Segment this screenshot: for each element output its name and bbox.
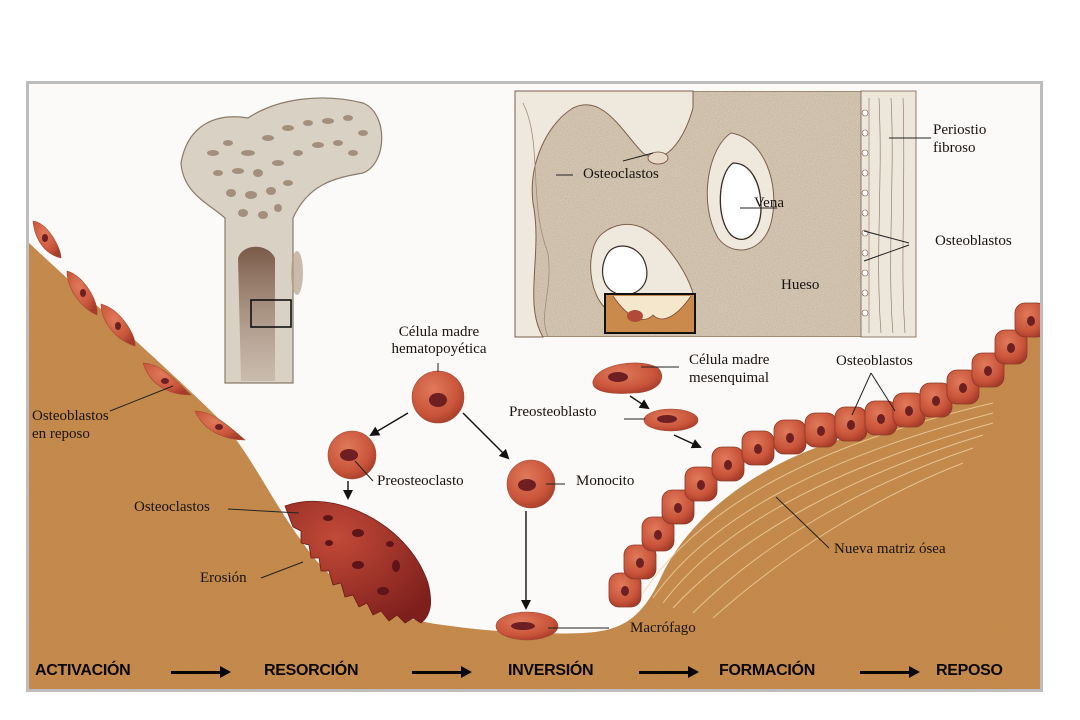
label-osteoclastos: Osteoclastos xyxy=(134,499,210,515)
label-macrofago: Macrófago xyxy=(630,620,696,636)
label-preosteoblasto: Preosteoblasto xyxy=(509,404,597,420)
label-monocito: Monocito xyxy=(576,473,635,489)
osteoblast-nucleus xyxy=(636,558,644,568)
new-bone-matrix xyxy=(642,402,994,619)
label-erosion: Erosión xyxy=(200,570,247,586)
label-vena: Vena xyxy=(754,195,784,211)
osteoblast-nucleus xyxy=(697,480,705,490)
stage-arrow-icon xyxy=(171,666,231,678)
osteoblast-nucleus xyxy=(847,420,855,430)
osteoblast-nucleus xyxy=(1027,316,1035,326)
preosteoblast-cell xyxy=(643,408,699,432)
histology-inset xyxy=(514,90,931,338)
osteoblast-nucleus xyxy=(932,396,940,406)
osteoblast-nucleus xyxy=(754,444,762,454)
osteoblast-nucleus xyxy=(654,530,662,540)
osteoblast-nucleus xyxy=(959,383,967,393)
osteoblast-nucleus xyxy=(877,414,885,424)
stage-arrow-icon xyxy=(412,666,472,678)
stage-inversion: INVERSIÓN xyxy=(508,662,594,679)
monocyte-cell xyxy=(506,459,556,509)
label-hueso: Hueso xyxy=(781,277,820,293)
label-celula-mes-2: mesenquimal xyxy=(689,370,769,386)
label-celula-hema-1: Célula madre xyxy=(398,324,480,340)
label-celula-mes-1: Célula madre xyxy=(689,352,770,368)
osteoblast-nucleus xyxy=(817,426,825,436)
label-osteoblastos-reposo-1: Osteoblastos xyxy=(32,408,109,424)
active-osteoblasts xyxy=(608,302,1040,608)
bone-remodeling-illustration xyxy=(29,90,1040,689)
stage-resorcion: RESORCIÓN xyxy=(264,662,359,679)
label-periostio: Periostio xyxy=(933,122,987,138)
label-inset-osteoblastos: Osteoblastos xyxy=(935,233,1012,249)
osteoblast-nucleus xyxy=(984,366,992,376)
stage-activacion: ACTIVACIÓN xyxy=(35,662,131,679)
bone-surface xyxy=(29,243,1040,689)
osteoblast-nucleus xyxy=(905,406,913,416)
osteoblast-nucleus xyxy=(786,433,794,443)
macrophage-cell xyxy=(495,611,559,641)
osteoblast-nucleus xyxy=(724,460,732,470)
stage-arrow-icon xyxy=(639,666,699,678)
femur-illustration xyxy=(180,97,383,384)
preosteoclast-cell xyxy=(327,430,377,480)
osteoblast-nucleus xyxy=(674,503,682,513)
figure-frame: Osteoclastos Vena Hueso Periostio fibros… xyxy=(26,81,1043,692)
label-osteoblastos-reposo-2: en reposo xyxy=(32,426,90,442)
label-osteoblastos: Osteoblastos xyxy=(836,353,913,369)
label-nueva-matriz: Nueva matriz ósea xyxy=(834,541,946,557)
label-celula-hema-2: hematopoyética xyxy=(391,341,487,357)
osteoblast-nucleus xyxy=(621,586,629,596)
femur-detail-box xyxy=(250,299,292,328)
label-preosteoclasto: Preosteoclasto xyxy=(377,473,464,489)
hematopoietic-stem-cell xyxy=(411,370,465,424)
stage-arrow-icon xyxy=(860,666,920,678)
label-fibroso: fibroso xyxy=(933,140,976,156)
osteoblast-nucleus xyxy=(1007,343,1015,353)
mesenchymal-stem-cell xyxy=(592,362,663,394)
stage-reposo: REPOSO xyxy=(936,662,1003,679)
osteoclast-cell xyxy=(284,500,432,624)
resting-osteoblasts xyxy=(32,220,246,441)
stage-formacion: FORMACIÓN xyxy=(719,662,815,679)
label-inset-osteoclastos: Osteoclastos xyxy=(583,166,659,182)
lineage-arrows xyxy=(343,395,702,610)
